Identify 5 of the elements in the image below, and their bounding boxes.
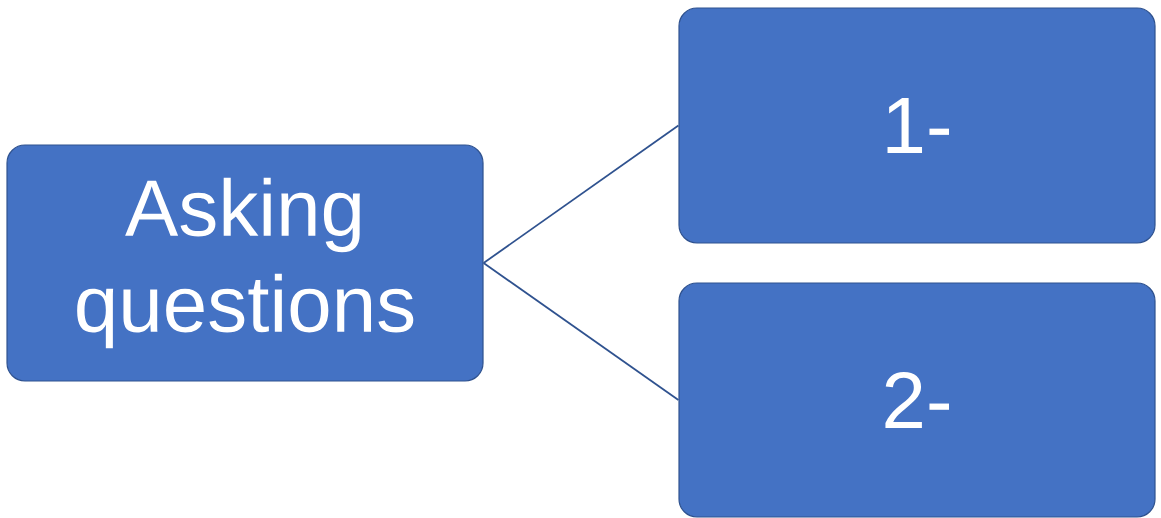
process-box: 2- <box>678 282 1156 518</box>
connector-line <box>482 262 680 401</box>
process-box: Asking questions <box>6 144 484 382</box>
connector-line <box>482 124 680 264</box>
process-box: 1- <box>678 7 1156 244</box>
